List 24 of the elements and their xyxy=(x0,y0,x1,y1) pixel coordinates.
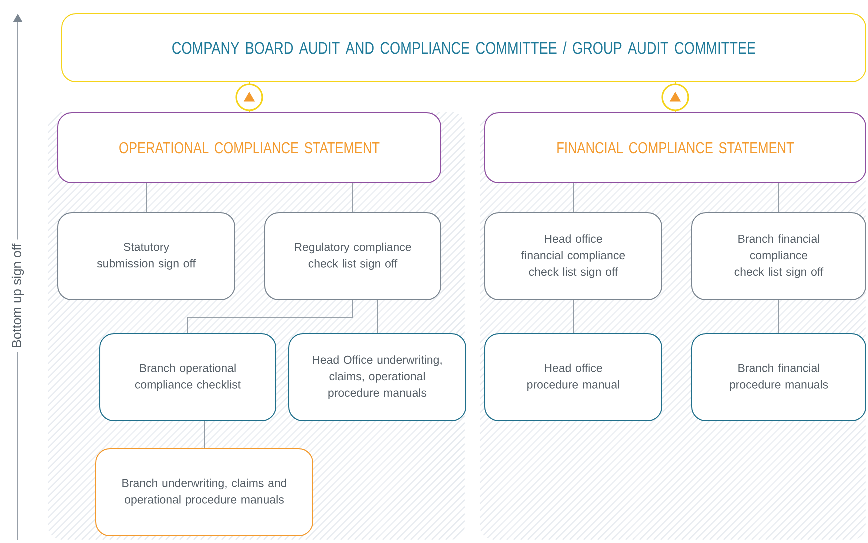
connector-line xyxy=(188,300,354,334)
manual-box: Branch underwriting, claims and operational procedure manuals xyxy=(96,448,314,536)
sign-off-box: Regulatory compliance check list sign off xyxy=(264,212,442,300)
statement-box: OPERATIONAL COMPLIANCE STATEMENT xyxy=(58,112,442,184)
statement-box: FINANCIAL COMPLIANCE STATEMENT xyxy=(484,112,866,184)
connector-line xyxy=(573,183,574,213)
chevron-connector xyxy=(662,82,690,113)
connector-line xyxy=(204,421,205,449)
connector-line xyxy=(778,183,780,213)
title-box: COMPANY BOARD AUDIT AND COMPLIANCE COMMITTEE / GROUP AUDIT COMMITTEE xyxy=(62,14,866,82)
side-label: Bottom up sign off xyxy=(8,240,28,352)
chevron-connector xyxy=(236,82,264,113)
sign-off-box: Head office financial compliance check list sign off xyxy=(484,212,662,300)
connector-line xyxy=(573,300,574,334)
manual-box: Head Office underwriting, claims, operational procedure manuals xyxy=(288,334,466,422)
manual-box: Branch financial procedure manuals xyxy=(692,334,866,422)
sign-off-box: Statutory submission sign off xyxy=(58,212,236,300)
connector-line xyxy=(146,183,147,213)
connector-line xyxy=(352,183,354,213)
manual-box: Head office procedure manual xyxy=(484,334,662,422)
manual-box: Branch operational compliance checklist xyxy=(100,334,276,422)
connector-line xyxy=(377,300,378,334)
connector-line xyxy=(778,300,780,334)
sign-off-box: Branch financial compliance check list sign off xyxy=(692,212,866,300)
